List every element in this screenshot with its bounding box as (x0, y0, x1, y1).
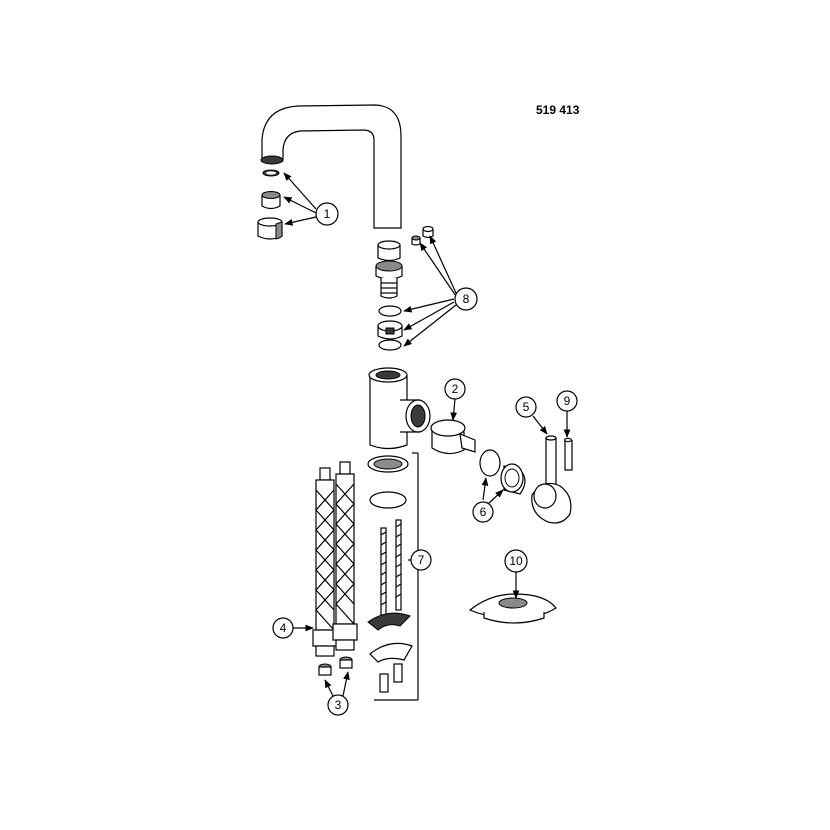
part-number: 519 413 (536, 103, 580, 117)
svg-text:1: 1 (324, 207, 331, 221)
lever-handle (531, 482, 572, 524)
spout-fixing-parts (375, 225, 434, 351)
cartridge (430, 419, 476, 455)
base-fixing-set (367, 452, 419, 701)
supply-hoses (312, 461, 358, 657)
callout-5: 5 (515, 396, 537, 418)
cartridge-rings (479, 449, 526, 495)
svg-text:9: 9 (564, 394, 571, 408)
svg-text:8: 8 (463, 292, 470, 306)
callout-4: 4 (272, 617, 294, 639)
base-plate (468, 593, 557, 624)
callout-6: 6 (472, 501, 494, 523)
callout-2: 2 (444, 378, 466, 400)
aerator-parts (257, 169, 283, 240)
svg-text:4: 4 (280, 621, 287, 635)
mixer-body (368, 367, 431, 450)
leader-lines (283, 172, 571, 697)
svg-text:2: 2 (452, 382, 459, 396)
nipples (318, 656, 353, 676)
callout-8: 8 (454, 287, 478, 311)
callout-1: 1 (315, 202, 339, 226)
svg-text:3: 3 (335, 698, 342, 712)
callout-9: 9 (556, 390, 578, 412)
svg-text:5: 5 (523, 400, 530, 414)
lever-pins (545, 435, 573, 489)
spout (260, 104, 402, 229)
callout-3: 3 (327, 694, 349, 716)
svg-text:7: 7 (418, 553, 425, 567)
svg-text:6: 6 (480, 505, 487, 519)
svg-text:10: 10 (509, 554, 523, 568)
callout-10: 10 (504, 549, 528, 573)
callout-7: 7 (410, 549, 432, 571)
